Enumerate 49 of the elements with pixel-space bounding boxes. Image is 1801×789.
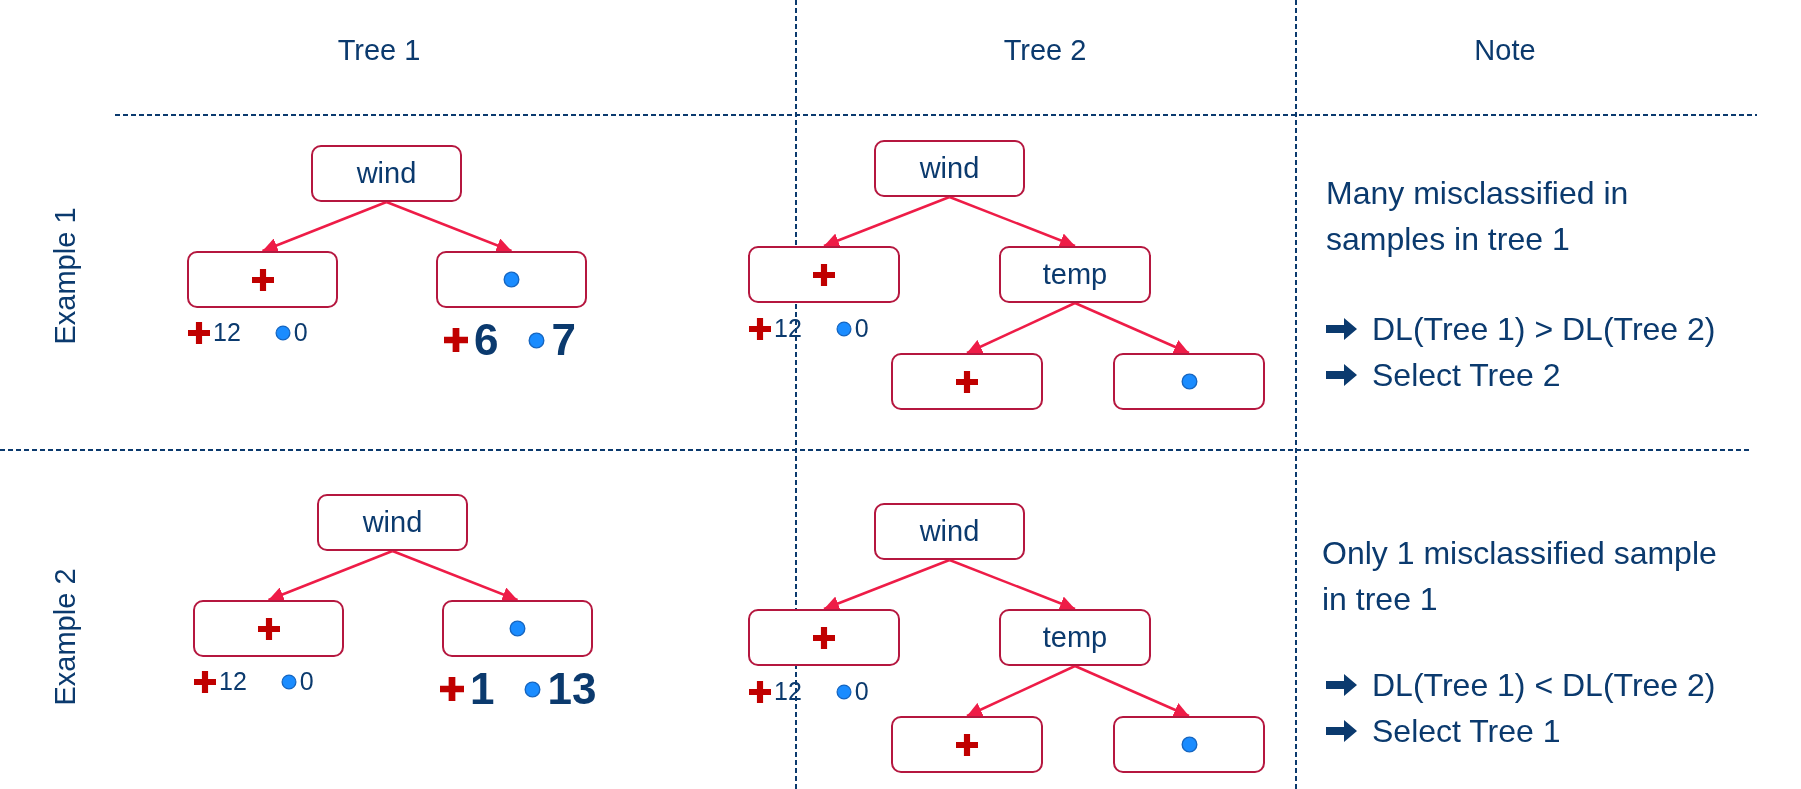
arrow bbox=[966, 301, 1076, 355]
leaf-box bbox=[193, 600, 344, 657]
arrow bbox=[966, 664, 1076, 718]
decision-box: wind bbox=[311, 145, 462, 202]
leaf-box bbox=[442, 600, 593, 657]
arrow bbox=[268, 549, 393, 602]
arrow bbox=[823, 195, 950, 248]
leaf-box bbox=[1113, 353, 1265, 410]
arrow bbox=[392, 549, 518, 602]
column-header: Tree 1 bbox=[336, 33, 422, 68]
decision-box: temp bbox=[999, 246, 1151, 303]
leaf-box bbox=[1113, 716, 1265, 773]
count-text: 13 bbox=[547, 667, 597, 711]
note-text: Select Tree 1 bbox=[1372, 712, 1561, 751]
count-text: 0 bbox=[299, 669, 314, 694]
leaf-box bbox=[748, 609, 900, 666]
arrow bbox=[823, 558, 950, 611]
decision-box: wind bbox=[317, 494, 468, 551]
note-text: Many misclassified in samples in tree 1 bbox=[1326, 174, 1630, 259]
count-text: 0 bbox=[854, 316, 869, 341]
leaf-box bbox=[187, 251, 338, 308]
decision-box: wind bbox=[874, 503, 1025, 560]
arrow bbox=[262, 200, 387, 253]
arrow bbox=[1074, 301, 1190, 355]
row-header: Example 2 bbox=[50, 568, 80, 706]
arrow bbox=[949, 195, 1076, 248]
note-text: Select Tree 2 bbox=[1372, 356, 1561, 395]
leaf-box bbox=[891, 353, 1043, 410]
count-text: 12 bbox=[213, 320, 241, 345]
note-text: DL(Tree 1) > DL(Tree 2) bbox=[1372, 310, 1716, 349]
leaf-box bbox=[436, 251, 587, 308]
count-text: 0 bbox=[293, 320, 308, 345]
leaf-box bbox=[891, 716, 1043, 773]
decision-box: temp bbox=[999, 609, 1151, 666]
leaf-box bbox=[748, 246, 900, 303]
arrow bbox=[1074, 664, 1190, 718]
count-text: 1 bbox=[470, 667, 495, 711]
count-text: 7 bbox=[551, 318, 576, 362]
column-header: Note bbox=[1473, 33, 1537, 68]
decision-box: wind bbox=[874, 140, 1025, 197]
note-text: Only 1 misclassified sample in tree 1 bbox=[1322, 534, 1718, 619]
count-text: 0 bbox=[854, 679, 869, 704]
count-text: 6 bbox=[474, 318, 499, 362]
arrow bbox=[949, 558, 1076, 611]
arrow bbox=[386, 200, 512, 253]
row-header: Example 1 bbox=[50, 207, 80, 345]
count-text: 12 bbox=[219, 669, 247, 694]
note-text: DL(Tree 1) < DL(Tree 2) bbox=[1372, 666, 1716, 705]
column-header: Tree 2 bbox=[1002, 33, 1088, 68]
